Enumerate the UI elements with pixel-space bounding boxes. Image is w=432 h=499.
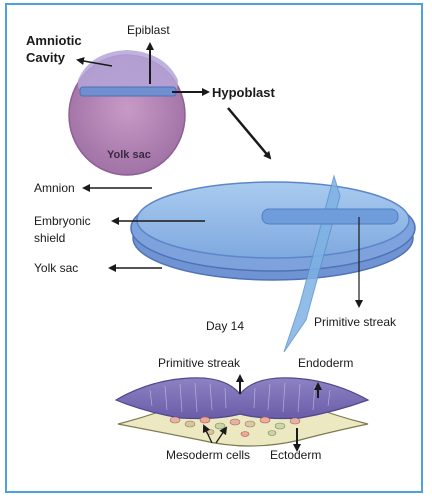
day-label: Day 14 (206, 319, 244, 333)
epiblast-label: Epiblast (127, 23, 170, 37)
primitive-streak-right-label: Primitive streak (314, 315, 397, 329)
amniotic-cavity-label-line2: Cavity (26, 50, 66, 65)
yolk-sac-label: Yolk sac (34, 261, 78, 275)
bilaminar-disc-shape (80, 87, 176, 96)
amniotic-cavity-shape (78, 50, 178, 90)
yolk-sac-inner-label: Yolk sac (107, 149, 151, 161)
trilaminar-section (116, 376, 368, 450)
amnion-label: Amnion (34, 181, 75, 195)
progression-arrow (228, 108, 270, 158)
ectoderm-label: Ectoderm (270, 448, 321, 462)
amniotic-cavity-label-line1: Amniotic (26, 33, 82, 48)
embryonic-shield-label-line2: shield (34, 231, 65, 245)
primitive-streak-bar (262, 209, 398, 224)
primitive-streak-bottom-label: Primitive streak (158, 356, 241, 370)
epiblast-layer (116, 378, 368, 419)
endoderm-label: Endoderm (298, 356, 353, 370)
embryonic-shield-label-line1: Embryonic (34, 214, 91, 228)
mesoderm-cells-label: Mesoderm cells (166, 448, 250, 462)
hypoblast-label: Hypoblast (212, 85, 276, 100)
